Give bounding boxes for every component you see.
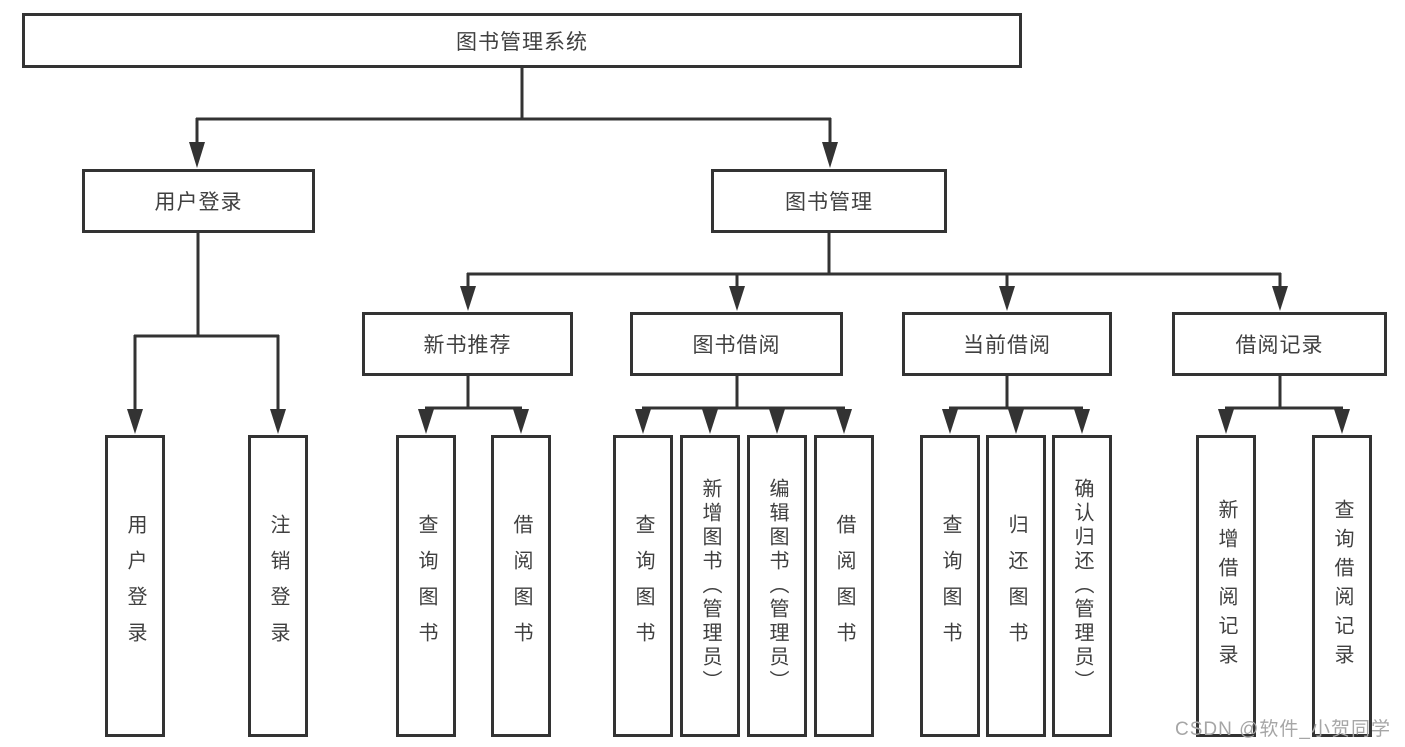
node-user-login: 用户登录 — [82, 169, 315, 233]
leaf-label: 查询图书 — [939, 514, 961, 658]
leaf-label: 注销登录 — [267, 514, 289, 658]
leaf-label: 借阅图书 — [833, 514, 855, 658]
leaf-label: 编辑图书（管理员） — [766, 478, 788, 694]
node-new-book-recommend: 新书推荐 — [362, 312, 573, 376]
leaf-confirm-return-admin: 确认归还（管理员） — [1052, 435, 1112, 737]
leaf-label: 新增借阅记录 — [1215, 499, 1237, 673]
leaf-add-borrow-record: 新增借阅记录 — [1196, 435, 1256, 737]
node-borrow-records: 借阅记录 — [1172, 312, 1387, 376]
leaf-label: 确认归还（管理员） — [1071, 478, 1093, 694]
leaf-borrow-book-recommend: 借阅图书 — [491, 435, 551, 737]
leaf-query-book-current: 查询图书 — [920, 435, 980, 737]
node-book-borrow: 图书借阅 — [630, 312, 843, 376]
leaf-user-login: 用户登录 — [105, 435, 165, 737]
leaf-borrow-book: 借阅图书 — [814, 435, 874, 737]
leaf-label: 归还图书 — [1005, 514, 1027, 658]
node-current-borrow: 当前借阅 — [902, 312, 1112, 376]
leaf-label: 用户登录 — [124, 514, 146, 658]
leaf-label: 借阅图书 — [510, 514, 532, 658]
csdn-watermark: CSDN @软件_小贺同学 — [1175, 719, 1391, 740]
leaf-label: 查询借阅记录 — [1331, 499, 1353, 673]
leaf-label: 查询图书 — [415, 514, 437, 658]
leaf-label: 新增图书（管理员） — [699, 478, 721, 694]
node-book-management: 图书管理 — [711, 169, 947, 233]
leaf-return-book: 归还图书 — [986, 435, 1046, 737]
leaf-query-borrow-record: 查询借阅记录 — [1312, 435, 1372, 737]
node-root: 图书管理系统 — [22, 13, 1022, 68]
leaf-query-book-recommend: 查询图书 — [396, 435, 456, 737]
leaf-logout: 注销登录 — [248, 435, 308, 737]
leaf-label: 查询图书 — [632, 514, 654, 658]
leaf-edit-book-admin: 编辑图书（管理员） — [747, 435, 807, 737]
leaf-add-book-admin: 新增图书（管理员） — [680, 435, 740, 737]
leaf-query-book-borrow: 查询图书 — [613, 435, 673, 737]
